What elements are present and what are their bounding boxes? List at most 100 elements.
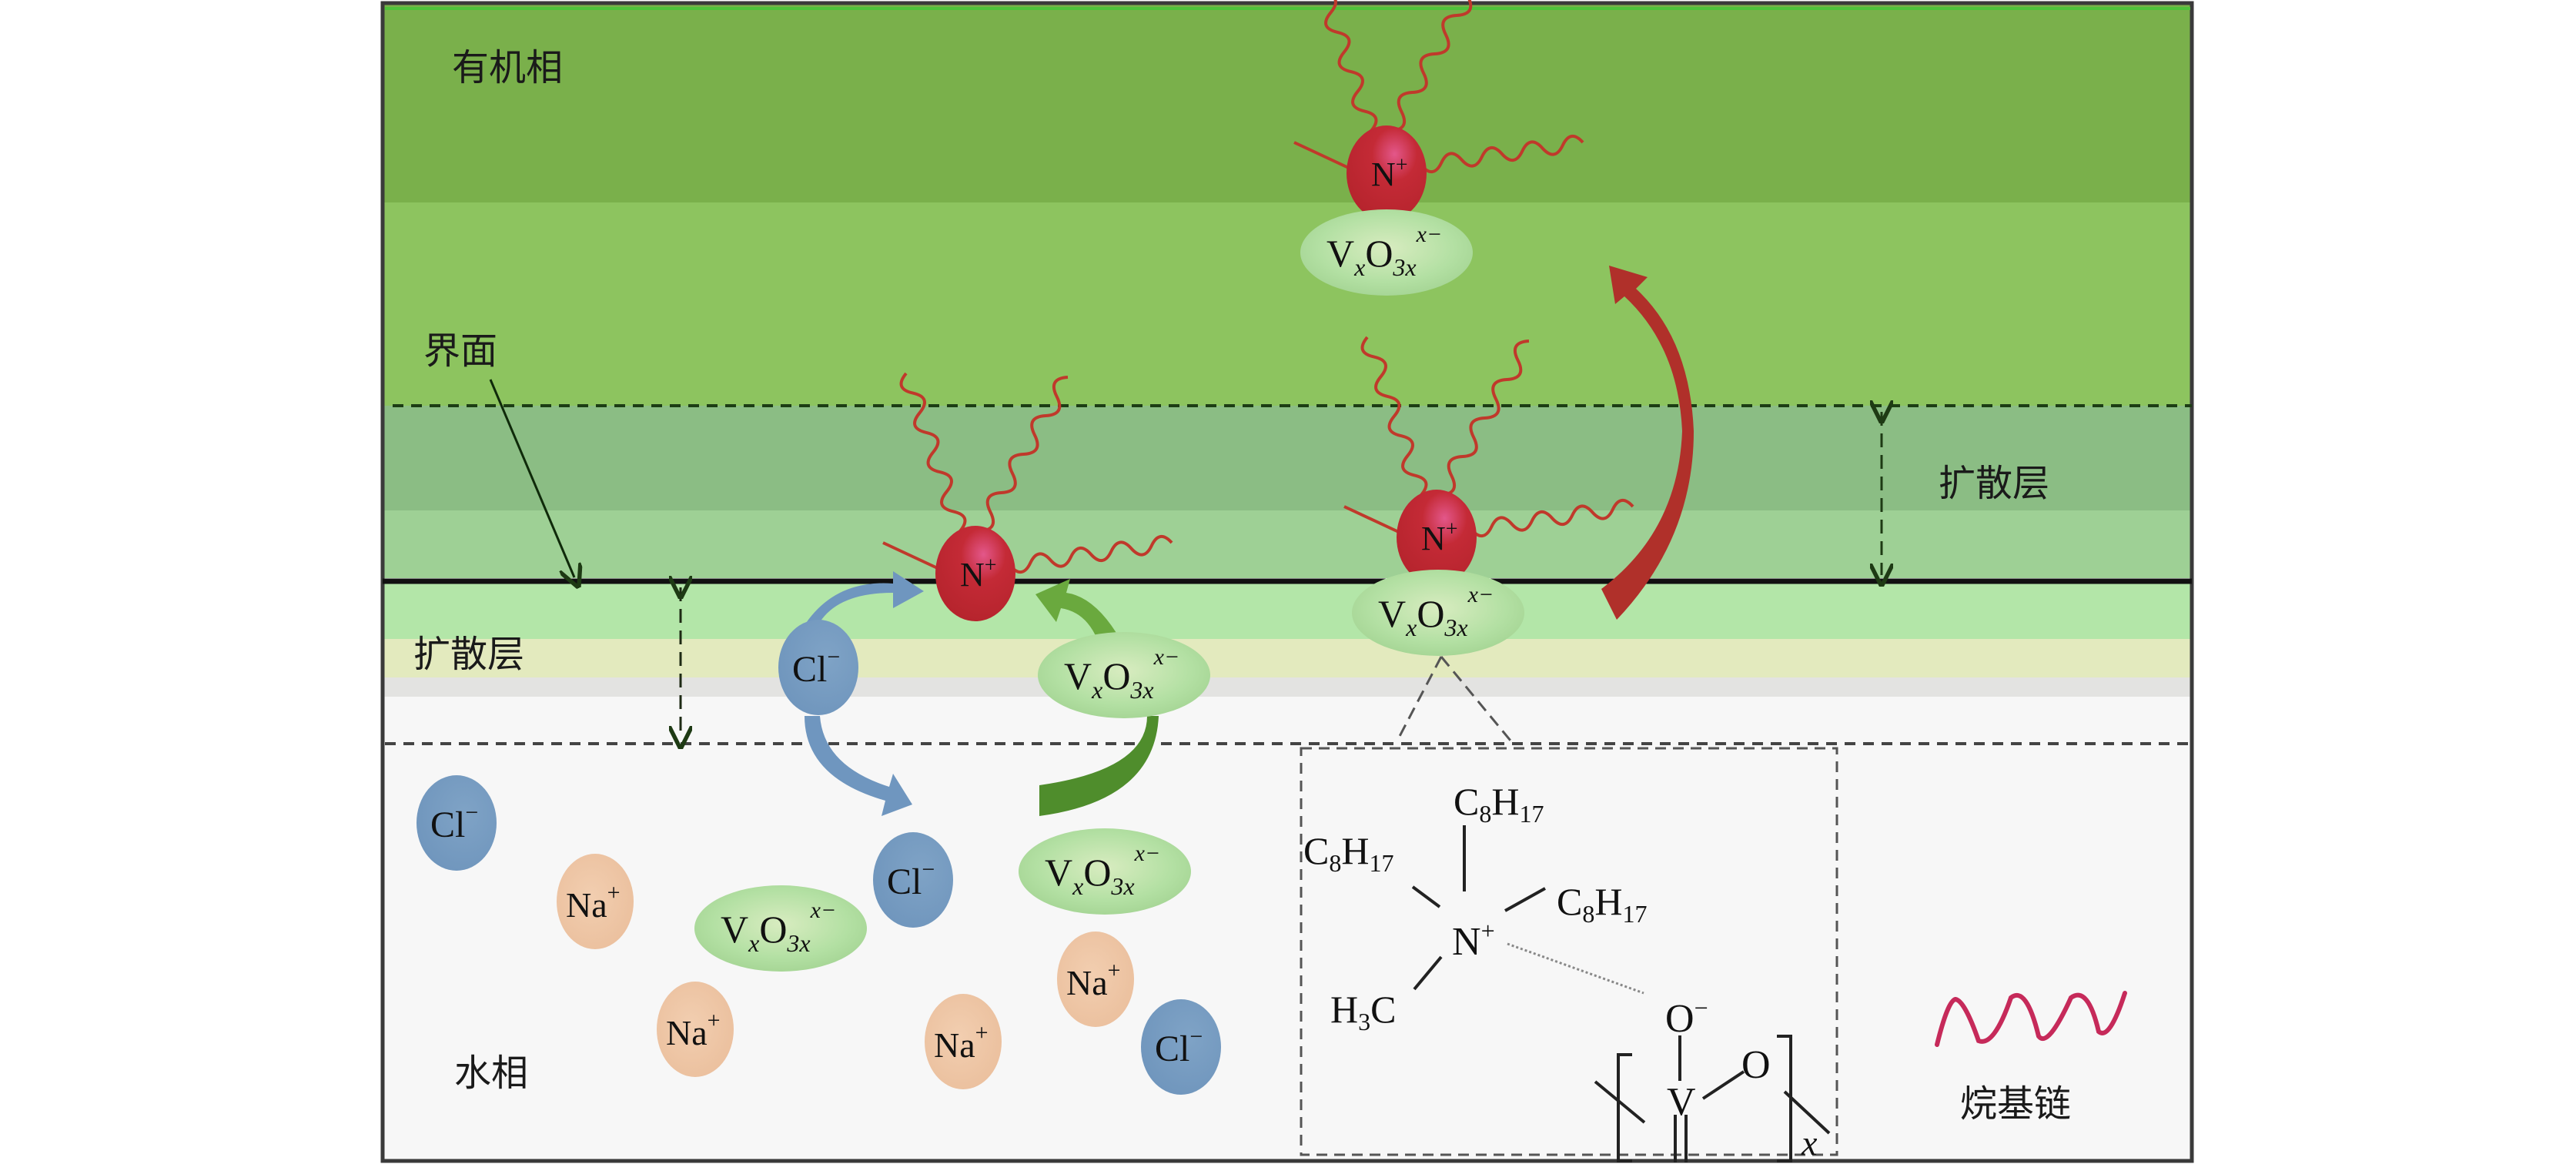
- diffusion-org-band-a: [383, 406, 2192, 510]
- ammonium-label: N+: [1421, 517, 1458, 557]
- ammonium-complex-organic: N+: [1293, 0, 1584, 221]
- sodium-ion: Na+: [557, 854, 634, 949]
- sodium-ion: Na+: [925, 994, 1002, 1089]
- chloride-ion-icon: [1141, 999, 1221, 1095]
- chloride-label: Cl−: [430, 800, 478, 845]
- vanadate-anion-icon: [1300, 209, 1473, 296]
- vanadate-anion: VxO3xx−: [1019, 828, 1191, 915]
- substituent-c8h17-top: C8H17: [1454, 780, 1544, 828]
- chloride-ion: Cl−: [778, 620, 858, 715]
- alkyl-chain-icon: [979, 376, 1069, 533]
- aqueous-band: [383, 697, 2192, 1161]
- vanadate-anion: VxO3xx−: [1352, 570, 1524, 656]
- bond-n-c8h17-left: [1411, 885, 1441, 908]
- vanadium-atom: V: [1667, 1080, 1696, 1124]
- sodium-ion-icon: [1057, 932, 1134, 1027]
- vanadate-label: VxO3xx−: [1064, 644, 1179, 704]
- vanadate-anion-icon: [1038, 632, 1210, 718]
- sodium-label: Na+: [1066, 958, 1121, 1002]
- chloride-label: Cl−: [887, 857, 935, 902]
- callout-line-left: [1396, 656, 1443, 741]
- sodium-ion-icon: [657, 982, 734, 1077]
- ammonium-cation-icon: [935, 526, 1015, 621]
- quaternary-nitrogen: N+: [1452, 917, 1495, 964]
- chloride-ion: Cl−: [417, 775, 497, 871]
- alkyl-chains: N+ N+ N+: [882, 0, 1634, 621]
- structural-formula: C8H17 C8H17 C8H17 H3C N+ O− V O x: [1303, 780, 1831, 1162]
- ion-particles: VxO3xx− VxO3xx− Cl− VxO3xx− Cl− Na+ VxO3xx− Cl−…: [417, 209, 1524, 1095]
- alkyl-chain-icon: [1440, 340, 1530, 497]
- chloride-label: Cl−: [1155, 1024, 1203, 1069]
- sodium-label: Na+: [934, 1020, 989, 1065]
- methyl-group-icon: [882, 541, 942, 571]
- chloride-ion-icon: [417, 775, 497, 871]
- vanadate-anion-icon: [694, 885, 867, 972]
- diffusion-aq-band-b: [383, 639, 2192, 677]
- substituent-c8h17-right: C8H17: [1557, 880, 1647, 928]
- alkyl-chain-icon: [899, 372, 967, 533]
- alkyl-chain-legend-icon: [1935, 991, 2127, 1047]
- substituent-h3c: H3C: [1330, 988, 1396, 1035]
- aqueous-diffusion-layer-label: 扩散层: [413, 633, 524, 676]
- vanadate-label: VxO3xx−: [1378, 582, 1494, 641]
- complex-transfer-arrow: [1601, 266, 1694, 620]
- organic-band-light: [383, 202, 2192, 406]
- bracket-left: [1617, 1053, 1632, 1162]
- organic-diffusion-layer-label: 扩散层: [1939, 462, 2049, 505]
- chloride-ion: Cl−: [1141, 999, 1221, 1095]
- chloride-ion-icon: [873, 832, 953, 928]
- vanadate-label: VxO3xx−: [721, 898, 836, 957]
- chloride-ion: Cl−: [873, 832, 953, 928]
- oxyanion: O−: [1665, 994, 1708, 1041]
- bond-v-o-bridge: [1701, 1070, 1745, 1100]
- diffusion-aq-band-c: [383, 677, 2192, 697]
- sodium-ion-icon: [557, 854, 634, 949]
- vanadate-anion: VxO3xx−: [1038, 632, 1210, 718]
- structure-box: [1300, 747, 1838, 1156]
- vanadate-to-interface-arrow: [1035, 579, 1116, 639]
- aqueous-phase-label: 水相: [454, 1052, 528, 1095]
- interface-label: 界面: [423, 329, 497, 373]
- legend: 烷基链: [1935, 991, 2127, 1126]
- sodium-ion: Na+: [657, 982, 734, 1077]
- methyl-group-icon: [1293, 141, 1353, 171]
- ammonium-complex-interface: N+: [1343, 336, 1634, 585]
- methyl-group-icon: [1343, 505, 1403, 535]
- vanadate-anion: VxO3xx−: [694, 885, 867, 972]
- alkyl-chain-icon: [1009, 535, 1173, 574]
- alkyl-chain-icon: [1360, 336, 1428, 497]
- sodium-label: Na+: [666, 1008, 721, 1052]
- ammonium-at-interface: N+: [882, 372, 1173, 621]
- chloride-ion-icon: [778, 620, 858, 715]
- vanadate-anion-icon: [1019, 828, 1191, 915]
- sodium-ion-icon: [925, 994, 1002, 1089]
- bond-n-h3c: [1413, 955, 1443, 991]
- chloride-to-aqueous-arrow: [805, 716, 912, 816]
- alkyl-chain-icon: [1324, 0, 1378, 132]
- diffusion-org-band-b: [383, 510, 2192, 578]
- organic-phase-label: 有机相: [452, 46, 563, 89]
- vanadate-label: VxO3xx−: [1045, 841, 1160, 900]
- alkyl-chain-icon: [1390, 0, 1473, 132]
- substituent-c8h17-left: C8H17: [1303, 829, 1393, 877]
- chloride-label: Cl−: [792, 644, 840, 690]
- alkyl-chain-legend-label: 烷基链: [1960, 1082, 2071, 1126]
- vanadate-anion: VxO3xx−: [1300, 209, 1473, 296]
- bridging-oxygen: O: [1741, 1043, 1771, 1087]
- alkyl-chain-icon: [1470, 499, 1634, 538]
- bond-n-c8h17-right: [1504, 887, 1546, 912]
- organic-band-dark: [383, 3, 2192, 202]
- ammonium-cation-icon: [1397, 490, 1477, 585]
- vanadate-from-aqueous-arrow: [1039, 716, 1159, 816]
- bracket-right: [1777, 1035, 1792, 1162]
- alkyl-chain-icon: [1420, 135, 1584, 174]
- sodium-ion: Na+: [1057, 932, 1134, 1027]
- interface-pointer-arrow: [489, 379, 574, 577]
- vanadate-anion-icon: [1352, 570, 1524, 656]
- chloride-release-arrow: [801, 571, 924, 631]
- vanadate-label: VxO3xx−: [1326, 222, 1442, 281]
- ion-pair-interaction: [1507, 942, 1644, 995]
- sodium-label: Na+: [566, 880, 621, 925]
- ammonium-cation-icon: [1347, 125, 1427, 221]
